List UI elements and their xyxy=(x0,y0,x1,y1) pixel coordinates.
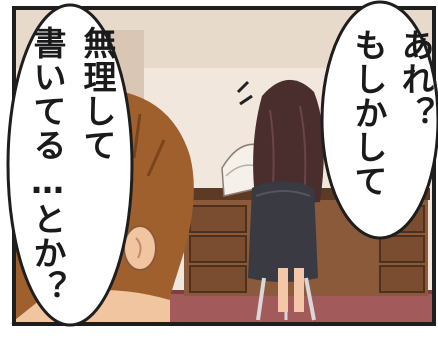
left-speech-bubble xyxy=(6,3,134,327)
right-bubble-line-1: あれ？ xyxy=(396,28,435,130)
left-bubble-line-2: 書いてる…とか？ xyxy=(28,26,67,304)
right-bubble-line-2: もしかして xyxy=(349,28,388,198)
girl-figure xyxy=(236,79,324,321)
right-speech-bubble xyxy=(320,0,438,240)
right-bubble-text: あれ？ もしかして xyxy=(345,28,438,198)
left-bubble-line-1: 無理して xyxy=(78,26,117,162)
left-bubble-text: 無理して 書いてる…とか？ xyxy=(22,26,122,304)
